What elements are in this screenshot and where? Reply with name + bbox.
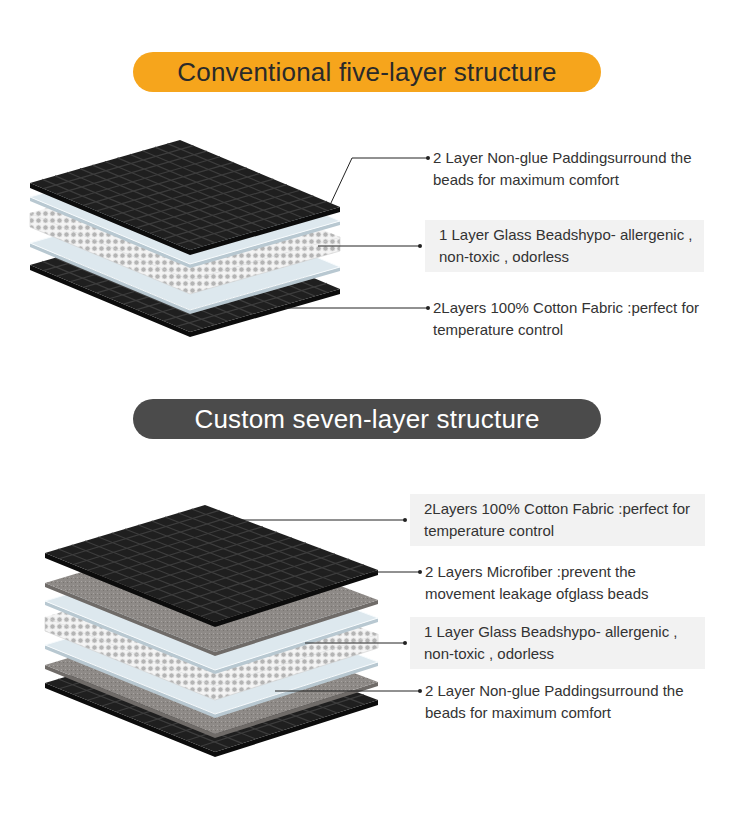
quilt-line (187, 559, 349, 610)
heading-pill: Conventional five-layer structure (133, 52, 601, 92)
quilt-line (173, 554, 335, 605)
quilt-line (137, 185, 287, 228)
callout-text: 2 Layers Microfiber :prevent the movemen… (425, 563, 648, 602)
callout-box: 2 Layer Non-glue Paddingsurround the bea… (425, 680, 707, 724)
quilt-line (168, 144, 328, 211)
quilt-line (130, 538, 292, 588)
quilt-line (144, 543, 306, 593)
quilt-line (165, 517, 337, 583)
callout-text: 2 Layer Non-glue Paddingsurround the bea… (425, 682, 684, 721)
callout-box: 2 Layer Non-glue Paddingsurround the bea… (433, 147, 705, 191)
quilt-line (158, 548, 320, 599)
leader-dot (418, 244, 422, 248)
quilt-line (118, 158, 278, 225)
leader-line (285, 308, 428, 309)
leader-line (330, 158, 428, 205)
heading-pill: Custom seven-layer structure (133, 399, 601, 439)
callout-box: 1 Layer Glass Beadshypo- allergenic , no… (410, 617, 705, 669)
callout-text: 1 Layer Glass Beadshypo- allergenic , no… (424, 623, 677, 662)
quilt-line (155, 147, 315, 214)
leader-dot (426, 156, 430, 160)
leader-dot (426, 306, 430, 310)
black-layer (30, 140, 340, 250)
leader-line (275, 691, 420, 692)
callout-box: 2 Layers Microfiber :prevent the movemen… (425, 561, 707, 605)
leader-line (318, 246, 420, 247)
seven-layer-stack (45, 505, 378, 757)
quilt-line (110, 174, 260, 217)
leader-line (320, 572, 420, 573)
quilt-line (130, 154, 290, 221)
quilt-line (105, 162, 265, 229)
leader-dot (418, 570, 422, 574)
black-layer (45, 505, 378, 622)
heading-text: Custom seven-layer structure (194, 404, 539, 435)
leader-line (305, 643, 405, 644)
callout-box: 1 Layer Glass Beadshypo- allergenic , no… (425, 220, 704, 272)
callout-text: 2 Layer Non-glue Paddingsurround the bea… (433, 149, 692, 188)
quilt-line (143, 151, 303, 218)
callout-text: 2Layers 100% Cotton Fabric :perfect for … (433, 299, 699, 338)
quilt-line (150, 190, 300, 233)
leader-dot (403, 518, 407, 522)
quilt-line (177, 201, 327, 244)
leader-line (235, 520, 405, 521)
quilt-line (138, 525, 310, 592)
quilt-line (163, 196, 313, 239)
callout-text: 2Layers 100% Cotton Fabric :perfect for … (424, 500, 690, 539)
quilt-line (178, 513, 351, 579)
quilt-line (152, 521, 324, 587)
leader-dot (403, 641, 407, 645)
callout-box: 2Layers 100% Cotton Fabric :perfect for … (433, 297, 705, 341)
five-layer-stack (30, 140, 340, 337)
heading-text: Conventional five-layer structure (177, 57, 556, 88)
quilt-line (123, 179, 273, 222)
quilt-line (192, 509, 365, 574)
callout-box: 2Layers 100% Cotton Fabric :perfect for … (410, 494, 705, 546)
leader-dot (418, 689, 422, 693)
callout-text: 1 Layer Glass Beadshypo- allergenic , no… (439, 226, 692, 265)
